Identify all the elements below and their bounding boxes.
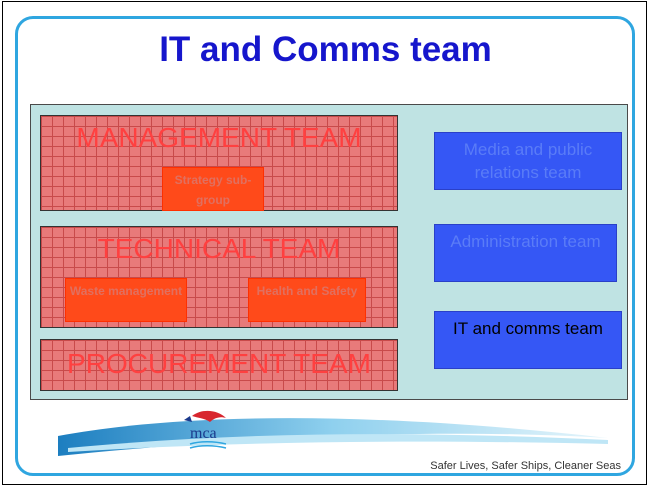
waste-management-subgroup-label: Waste management [69, 284, 183, 298]
waste-management-subgroup-box: Waste management [65, 278, 187, 322]
management-team-label: MANAGEMENT TEAM [76, 122, 362, 153]
management-team-box: MANAGEMENT TEAM Strategy sub-group [40, 115, 398, 211]
media-pr-team-box: Media and public relations team [434, 132, 622, 190]
it-comms-team-label: IT and comms team [453, 319, 603, 338]
slide-title: IT and Comms team [159, 30, 492, 69]
it-comms-team-box: IT and comms team [434, 311, 622, 369]
administration-team-box: Administration team [434, 224, 617, 282]
media-pr-team-label: Media and public relations team [463, 140, 593, 182]
strategy-subgroup-box: Strategy sub-group [162, 167, 264, 211]
administration-team-label: Administration team [450, 232, 601, 251]
technical-team-label: TECHNICAL TEAM [97, 233, 341, 264]
footer-tagline: Safer Lives, Safer Ships, Cleaner Seas [430, 460, 621, 472]
footer-wave-graphic [58, 418, 608, 456]
svg-text:mca: mca [190, 425, 217, 442]
health-safety-subgroup-label: Health and Safety [256, 284, 358, 298]
procurement-team-label: PROCUREMENT TEAM [67, 348, 371, 379]
org-diagram: MANAGEMENT TEAM Strategy sub-group TECHN… [30, 104, 628, 400]
strategy-subgroup-label: Strategy sub-group [174, 173, 252, 207]
health-safety-subgroup-box: Health and Safety [248, 278, 366, 322]
technical-team-box: TECHNICAL TEAM Waste management Health a… [40, 226, 398, 328]
mca-logo: mca [174, 406, 244, 456]
procurement-team-box: PROCUREMENT TEAM [40, 339, 398, 391]
